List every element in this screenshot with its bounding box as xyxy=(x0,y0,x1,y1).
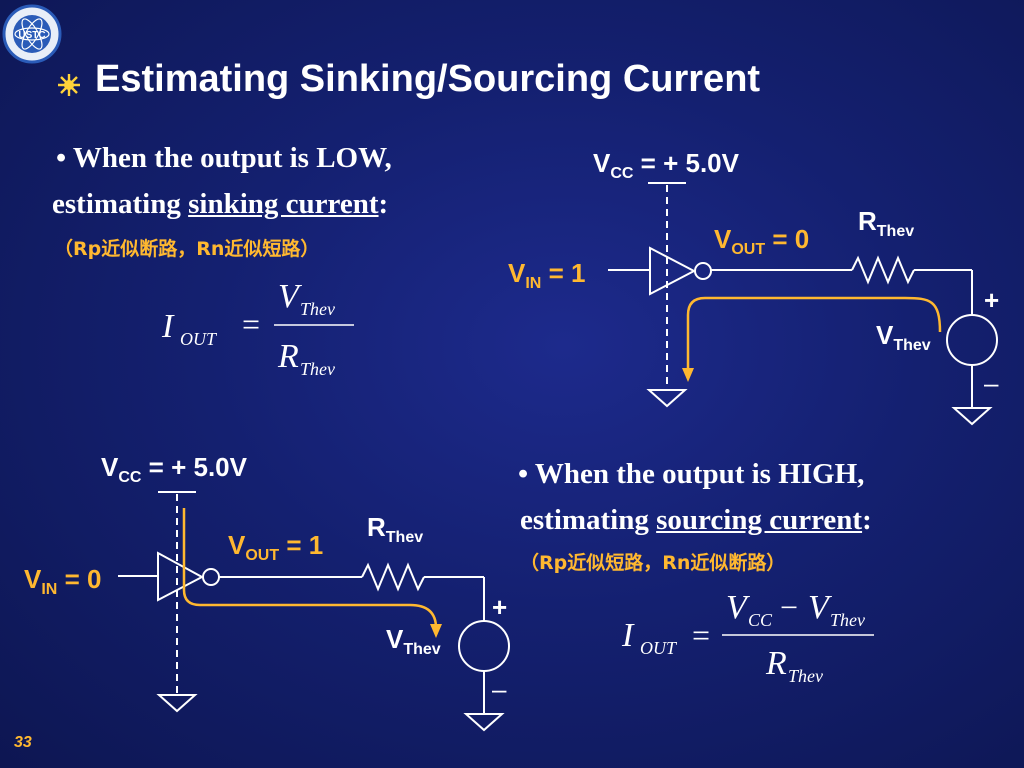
svg-text:USTC: USTC xyxy=(18,30,45,41)
high-bullet-line1: • When the output is HIGH, xyxy=(518,458,865,490)
svg-text:=: = xyxy=(692,617,710,653)
svg-text:−: − xyxy=(780,590,798,625)
svg-text:=: = xyxy=(242,306,260,342)
high-vout-label: VOUT = 1 xyxy=(228,530,324,564)
sunburst-bullet-icon xyxy=(58,74,80,96)
high-note: （Rp近似短路，Rn近似断路） xyxy=(520,552,786,574)
university-logo: USTC xyxy=(2,4,62,64)
low-vout-label: VOUT = 0 xyxy=(714,224,810,258)
low-note: （Rp近似断路，Rn近似短路） xyxy=(54,238,320,260)
low-r-label: RThev xyxy=(858,206,915,240)
svg-text:CC: CC xyxy=(748,610,773,630)
svg-text:Thev: Thev xyxy=(300,359,335,379)
low-bullet-line2: estimating sinking current: xyxy=(52,188,389,220)
slide-title: Estimating Sinking/Sourcing Current xyxy=(95,58,761,100)
svg-text:Thev: Thev xyxy=(788,666,823,686)
high-plus-sign: + xyxy=(492,592,508,622)
svg-text:OUT: OUT xyxy=(640,638,678,658)
high-r-label: RThev xyxy=(367,512,424,546)
low-v-label: VThev xyxy=(876,320,931,354)
svg-text:I: I xyxy=(621,617,635,654)
low-vin-label: VIN = 1 xyxy=(508,258,586,292)
svg-text:Thev: Thev xyxy=(830,610,865,630)
low-plus-sign: + xyxy=(984,285,1000,315)
low-bullet-line1: • When the output is LOW, xyxy=(56,142,392,174)
high-v-label: VThev xyxy=(386,624,441,658)
svg-text:R: R xyxy=(765,645,787,682)
high-vin-label: VIN = 0 xyxy=(24,564,102,598)
low-minus-sign: – xyxy=(984,368,999,398)
high-minus-sign: – xyxy=(492,674,507,704)
high-vcc-label: VCC = + 5.0V xyxy=(101,452,247,486)
svg-text:Thev: Thev xyxy=(300,299,335,319)
low-vcc-label: VCC = + 5.0V xyxy=(593,148,739,182)
svg-text:R: R xyxy=(277,338,299,375)
high-bullet-line2: estimating sourcing current: xyxy=(520,504,872,536)
svg-text:I: I xyxy=(161,308,175,345)
svg-text:OUT: OUT xyxy=(180,329,218,349)
page-number: 33 xyxy=(14,734,32,751)
